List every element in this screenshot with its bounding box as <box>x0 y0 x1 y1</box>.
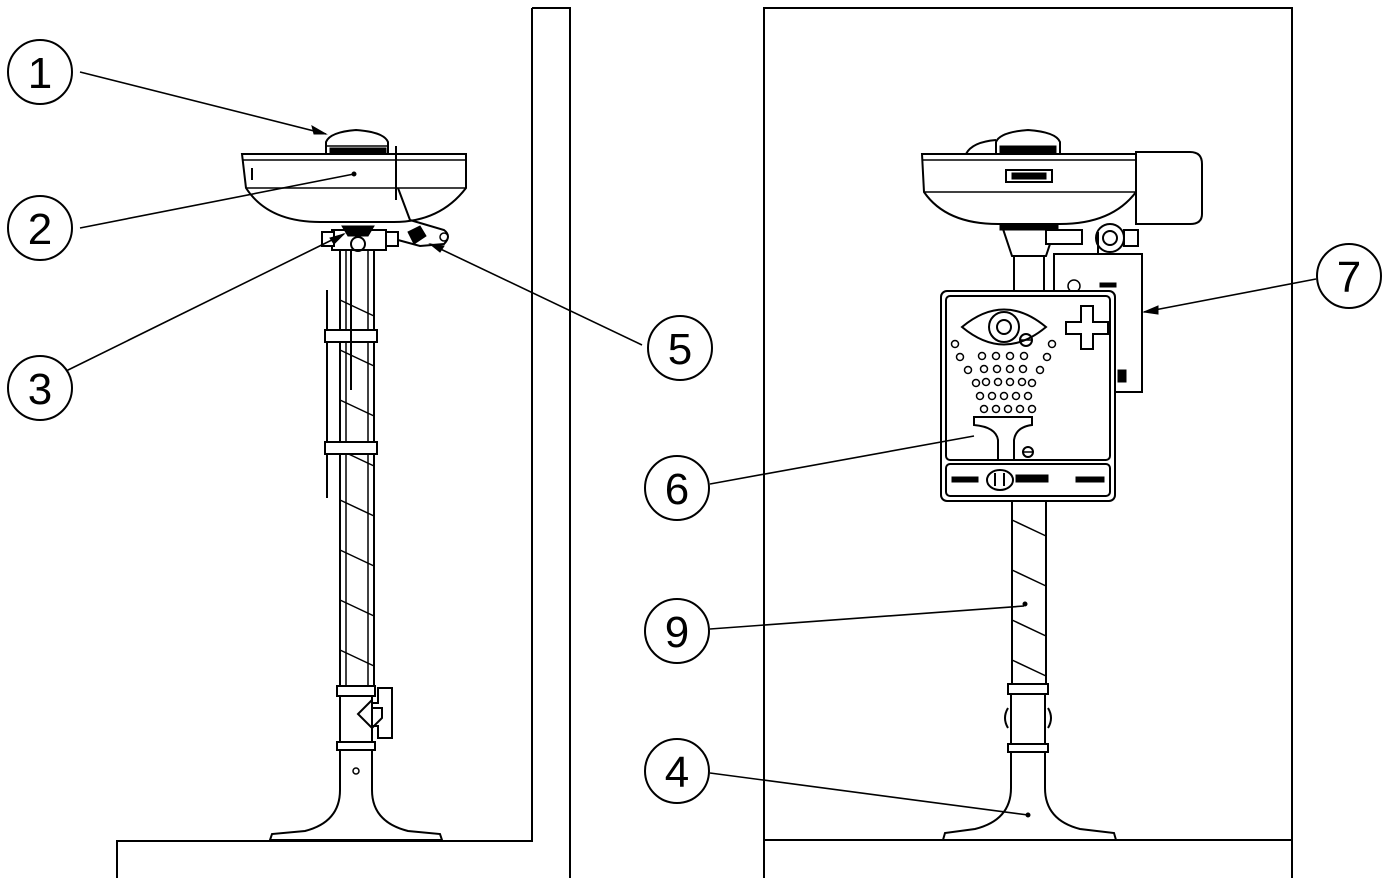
callout-2-label: 2 <box>28 205 52 254</box>
right-valve-wheel-hub <box>1102 230 1118 246</box>
callout-9-label: 9 <box>665 608 689 657</box>
callout-6-label: 6 <box>665 465 689 514</box>
leader-3 <box>63 233 345 373</box>
leader-5-arrow <box>428 243 445 253</box>
callout-1-circle <box>7 39 73 105</box>
sign-logo-icon <box>986 469 1014 491</box>
callout-7-circle <box>1316 243 1382 309</box>
right-lower-collar-2 <box>1007 743 1049 753</box>
callout-7: 7 <box>1316 243 1382 309</box>
right-riser-spiral <box>1011 519 1047 677</box>
callout-4: 4 <box>644 738 710 804</box>
leader-6 <box>709 435 975 485</box>
left-view <box>116 7 571 878</box>
callout-4-label: 4 <box>665 748 689 797</box>
right-bracket-label <box>1099 282 1117 288</box>
sign-footer-left-text <box>951 476 979 483</box>
sign-spray-dots-icon <box>950 339 1057 414</box>
callout-1-label: 1 <box>28 49 52 98</box>
callout-5-label: 5 <box>668 325 692 374</box>
callout-3-circle <box>7 355 73 421</box>
callout-7-label: 7 <box>1337 253 1361 302</box>
right-side-fitting <box>1045 229 1083 245</box>
leader-3-arrow <box>329 232 346 245</box>
sign-fountain-icon <box>973 416 1033 461</box>
left-lower-collar <box>336 685 376 697</box>
leader-5 <box>429 243 643 346</box>
sign-screw-bottom <box>1022 446 1034 458</box>
left-tee-fitting <box>356 687 393 739</box>
left-lower-collar-2 <box>336 741 376 751</box>
right-bracket-tag <box>1117 369 1127 383</box>
right-dust-cover <box>1135 151 1203 225</box>
left-handle-lever <box>407 225 427 245</box>
right-lower-pipe <box>1010 693 1046 745</box>
left-bowl <box>240 153 467 223</box>
sign-eye-iris <box>988 311 1020 343</box>
callout-6: 6 <box>644 455 710 521</box>
right-valve-wheel <box>1095 223 1125 253</box>
eyewash-sign <box>940 290 1116 502</box>
callout-2: 2 <box>7 195 73 261</box>
callout-3-label: 3 <box>28 365 52 414</box>
right-lower-collar <box>1007 683 1049 695</box>
leader-4 <box>709 772 1029 816</box>
callout-9-circle <box>644 598 710 664</box>
left-spray-head-band <box>329 147 387 155</box>
left-base-hole <box>352 767 360 775</box>
right-spray-hose <box>965 139 997 155</box>
left-riser-pipe <box>339 249 375 687</box>
right-riser-mark <box>1022 601 1028 607</box>
left-riser-spiral <box>339 299 375 667</box>
callout-1: 1 <box>7 39 73 105</box>
sign-panel <box>940 290 1116 502</box>
leader-1-arrow <box>311 124 328 135</box>
leader-7-arrow <box>1142 305 1159 315</box>
sign-footer-frame <box>945 463 1111 497</box>
left-lower-pipe <box>339 695 373 743</box>
left-handle-pivot <box>439 232 449 242</box>
sign-footer-right-text <box>1075 476 1105 483</box>
right-pedestal-base <box>941 752 1118 841</box>
callout-4-circle <box>644 738 710 804</box>
leader-9 <box>709 605 1025 630</box>
right-tee-side-bulges <box>1004 707 1052 729</box>
right-bowl <box>920 153 1137 225</box>
callout-6-circle <box>644 455 710 521</box>
callout-5-circle <box>647 315 713 381</box>
left-valve-right-nut <box>385 231 399 247</box>
left-pedestal-base <box>268 742 444 841</box>
sign-inner-frame <box>945 295 1111 461</box>
left-valve-top-fitting <box>341 225 375 237</box>
leader-lines <box>63 71 1317 816</box>
sign-first-aid-cross-icon <box>1065 305 1109 350</box>
right-view <box>763 7 1293 878</box>
leader-2 <box>79 173 355 229</box>
right-bowl-label-text <box>1011 172 1047 180</box>
callout-3: 3 <box>7 355 73 421</box>
sign-logo-wordmark <box>1015 474 1049 483</box>
sign-screw-top <box>1019 333 1033 347</box>
callout-5: 5 <box>647 315 713 381</box>
leader-1 <box>79 71 327 135</box>
right-spray-head-band <box>999 145 1057 155</box>
left-clamp-lower <box>324 441 378 455</box>
sign-eye-pupil <box>996 319 1012 335</box>
callout-2-circle <box>7 195 73 261</box>
right-upper-pipe <box>1013 251 1045 293</box>
right-bowl-label-plate <box>1005 169 1053 183</box>
left-valve-center <box>350 236 366 252</box>
leader-7 <box>1143 278 1317 313</box>
sign-logo-mark <box>994 473 1005 486</box>
sign-eye-icon <box>960 308 1048 346</box>
right-valve-nut <box>1123 229 1139 247</box>
right-riser-pipe <box>1011 497 1047 685</box>
callout-9: 9 <box>644 598 710 664</box>
